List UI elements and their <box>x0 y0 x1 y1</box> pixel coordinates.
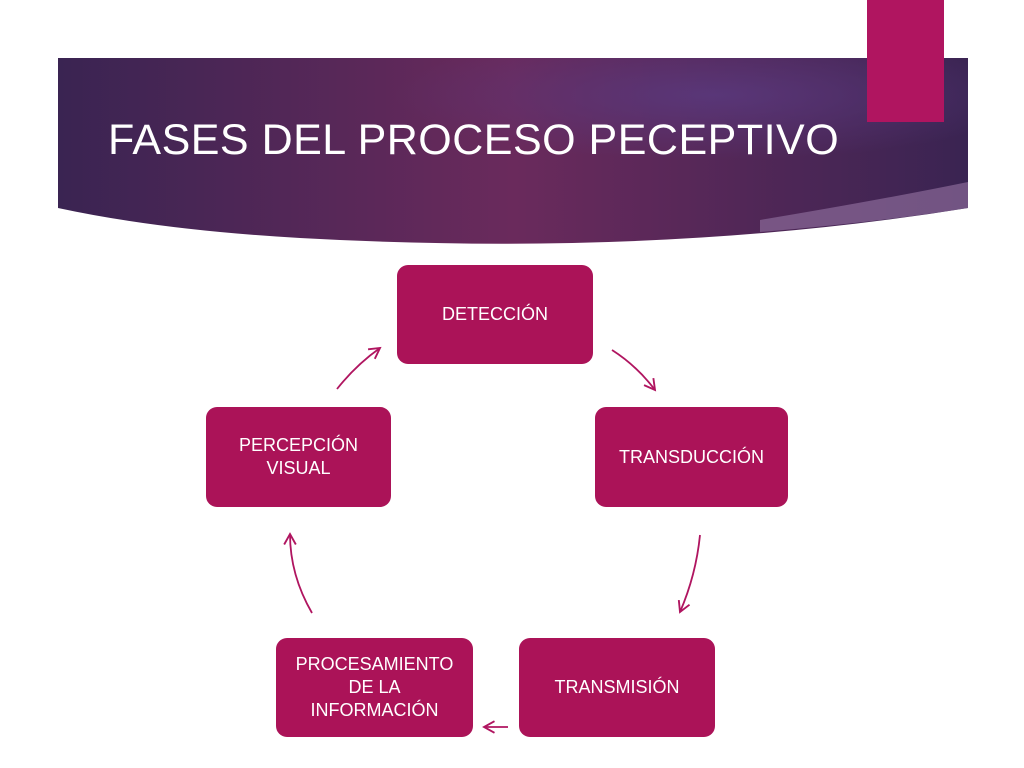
arrow-processing-to-perception <box>283 532 313 614</box>
arrow-detection-to-transduction <box>611 349 657 392</box>
accent-tab <box>867 0 944 122</box>
phase-box-transmission: TRANSMISIÓN <box>519 638 715 737</box>
banner-highlight <box>760 182 968 232</box>
phase-box-processing: PROCESAMIENTO DE LA INFORMACIÓN <box>276 638 473 737</box>
title-banner <box>58 58 968 244</box>
phase-box-transduction: TRANSDUCCIÓN <box>595 407 788 507</box>
phase-label-transmission: TRANSMISIÓN <box>554 677 680 697</box>
phase-box-detection: DETECCIÓN <box>397 265 593 364</box>
phase-label-transduction: TRANSDUCCIÓN <box>618 446 764 467</box>
phase-label-perception: PERCEPCIÓN VISUAL <box>238 435 359 478</box>
arrow-transduction-to-transmission <box>677 534 701 614</box>
phase-label-detection: DETECCIÓN <box>441 304 548 324</box>
banner-glow <box>58 58 968 244</box>
slide-title: FASES DEL PROCESO PECEPTIVO <box>108 116 840 164</box>
phase-label-processing: PROCESAMIENTO DE LA INFORMACIÓN <box>295 654 454 720</box>
arrow-perception-to-detection <box>336 346 382 390</box>
phase-box-perception: PERCEPCIÓN VISUAL <box>206 407 391 507</box>
